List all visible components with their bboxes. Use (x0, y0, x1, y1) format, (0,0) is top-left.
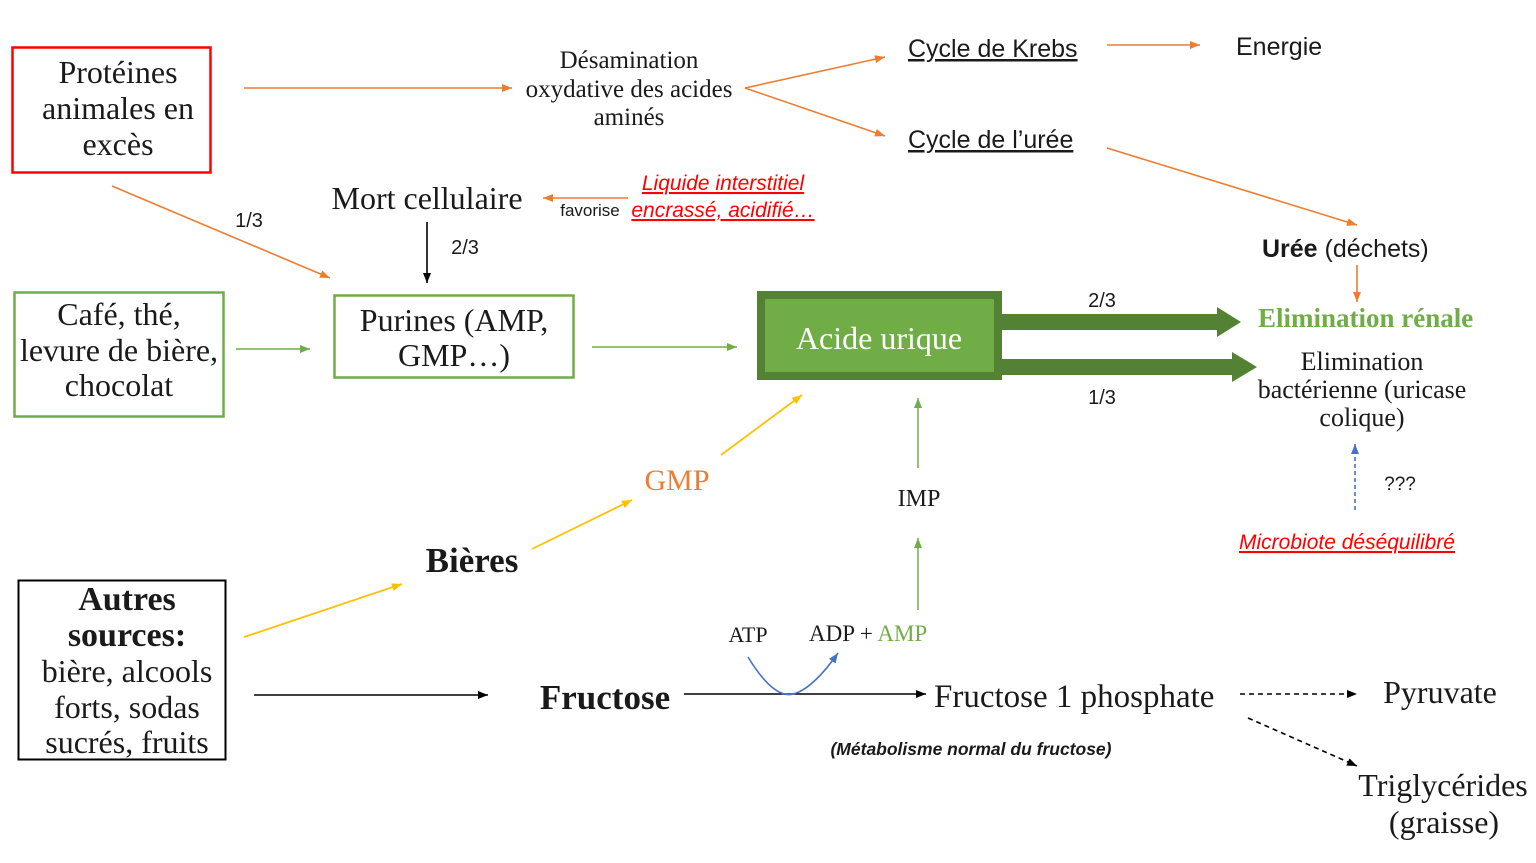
proteins-label-line: Protéines (58, 54, 177, 90)
fructose-1-phosphate-label: Fructose 1 phosphate (934, 679, 1214, 715)
atp-label: ATP (728, 622, 767, 647)
other-sources-title-line: Autres (78, 581, 176, 618)
triglycerides-line: Triglycérides (1358, 767, 1527, 803)
urea-label: Urée (déchets) (1262, 235, 1429, 263)
dietary-box-border (13, 291, 225, 418)
arrow-urea-cycle-to-urea (1106, 147, 1358, 226)
proteins-label-line: excès (82, 126, 153, 162)
other-sources-item-line: sucrés, fruits (45, 724, 209, 760)
share-renal: 2/3 (1088, 290, 1116, 312)
gmp-label: GMP (644, 464, 709, 497)
arrow-gmp-to-uric-acid (720, 394, 803, 456)
other-sources-title-line: sources: (68, 617, 186, 654)
triglycerides-label: Triglycérides (graisse) (1358, 767, 1527, 840)
plus-sign: + (854, 621, 877, 646)
dietary-line: chocolat (65, 367, 174, 403)
urea-cycle-label: Cycle de l’urée (908, 126, 1073, 154)
interstitial-fluid-label: Liquide interstitiel encrassé, acidifié… (631, 172, 814, 222)
purines-line: GMP…) (398, 337, 510, 373)
urea-waste-note: (déchets) (1318, 235, 1429, 263)
bacterial-elimination-label: Elimination bactérienne (uricase colique… (1258, 347, 1467, 432)
unknown-label: ??? (1384, 474, 1416, 495)
arrow-deamination-to-urea-cycle (744, 87, 886, 137)
arrow-f1p-to-triglycerides (1247, 717, 1358, 767)
interstitial-fluid-line: encrassé, acidifié… (631, 199, 814, 222)
triglycerides-line: (graisse) (1389, 804, 1499, 840)
fructose-metabolism-note: (Métabolisme normal du fructose) (830, 739, 1111, 759)
arrow-beers-to-gmp (531, 499, 633, 550)
arrow-uric-acid-to-renal (1002, 307, 1241, 337)
deamination-line: Désamination (560, 47, 699, 74)
arrow-deamination-to-krebs (744, 55, 886, 89)
krebs-cycle-label: Cycle de Krebs (908, 35, 1078, 63)
bacterial-elimination-line: colique) (1319, 403, 1404, 432)
uric-acid-node: Acide urique (757, 291, 1002, 380)
uric-acid-label: Acide urique (796, 320, 962, 356)
share-bacterial: 1/3 (1088, 387, 1116, 409)
arrow-sources-to-beers (243, 583, 403, 638)
proteins-box-border (11, 46, 212, 174)
purines-node: Purines (AMP, GMP…) (333, 294, 575, 379)
share-cell-death-to-purines: 2/3 (451, 237, 479, 259)
deamination-label: Désamination oxydative des acides aminés (526, 47, 733, 131)
amp-label: AMP (877, 621, 927, 646)
bacterial-elimination-line: Elimination (1301, 347, 1424, 376)
purines-line: Purines (AMP, (360, 302, 548, 338)
purines-box-border (333, 294, 575, 379)
arrow-proteins-to-purines (111, 185, 331, 279)
other-sources-item-line: bière, alcools (42, 653, 213, 689)
uric-acid-box (757, 291, 1002, 380)
microbiota-label: Microbiote déséquilibré (1239, 531, 1455, 554)
adp-label: ADP (809, 621, 854, 646)
energy-label: Energie (1236, 33, 1322, 61)
share-proteins-to-purines: 1/3 (235, 210, 263, 232)
deamination-line: aminés (594, 104, 665, 131)
beers-label: Bières (426, 541, 519, 580)
fructose-label: Fructose (540, 678, 670, 717)
other-sources-node: Autres sources: bière, alcools forts, so… (17, 579, 227, 761)
imp-label: IMP (898, 486, 941, 512)
proteins-node: Protéines animales en excès (11, 46, 212, 174)
arrow-uric-acid-to-bacterial (1002, 352, 1257, 382)
dietary-purines-node: Café, thé, levure de bière, chocolat (13, 291, 225, 418)
favors-label: favorise (560, 201, 620, 220)
pyruvate-label: Pyruvate (1383, 674, 1497, 710)
urea-bold: Urée (1262, 235, 1318, 263)
proteins-label-line: animales en (42, 90, 194, 126)
dietary-line: levure de bière, (20, 332, 218, 368)
cell-death-label: Mort cellulaire (331, 180, 522, 216)
adp-amp-label: ADP + AMP (809, 621, 927, 646)
bacterial-elimination-line: bactérienne (uricase (1258, 375, 1467, 404)
other-sources-box-border (17, 579, 227, 761)
arrow-atp-to-adp-curve (747, 652, 839, 696)
deamination-line: oxydative des acides (526, 76, 733, 103)
other-sources-item-line: forts, sodas (54, 689, 200, 725)
interstitial-fluid-line: Liquide interstitiel (642, 172, 806, 195)
dietary-line: Café, thé, (57, 296, 181, 332)
renal-elimination-label: Elimination rénale (1258, 303, 1473, 333)
